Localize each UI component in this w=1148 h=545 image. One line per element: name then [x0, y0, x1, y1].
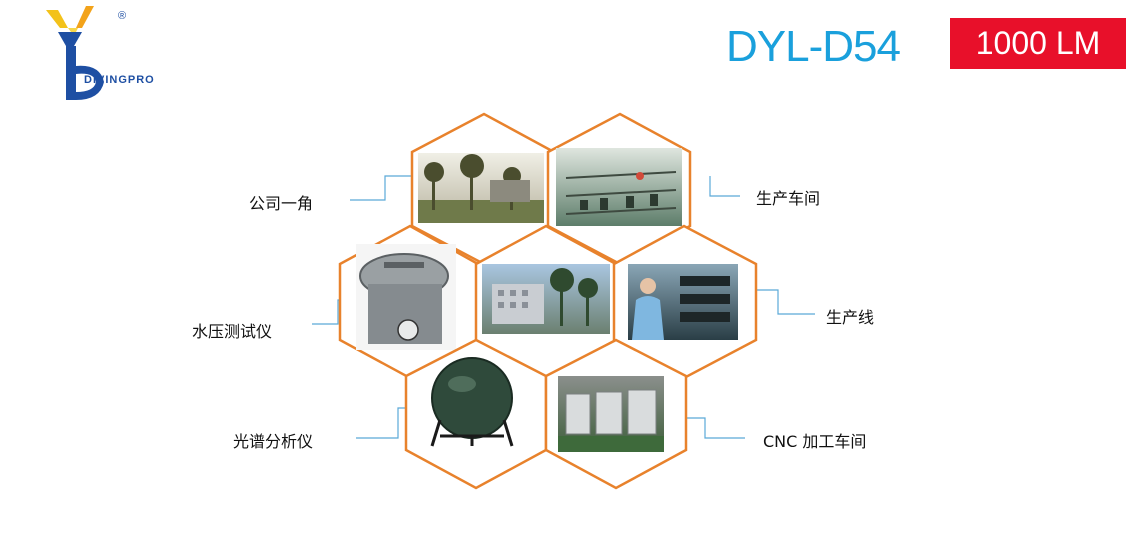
hex-campus-buildings [474, 224, 618, 380]
leader-cnc-workshop [676, 417, 745, 439]
leader-company-corner [350, 175, 420, 201]
label-cnc-workshop: CNC 加工车间 [763, 432, 867, 451]
registered-mark: ® [118, 10, 126, 22]
label-company-corner: 公司一角 [249, 194, 314, 213]
label-water-pressure-tester: 水压测试仪 [192, 322, 273, 341]
brand-wordmark: DIVINGPRO [84, 74, 155, 86]
label-production-workshop: 生产车间 [756, 189, 821, 208]
leader-production-workshop [709, 176, 740, 197]
label-production-line: 生产线 [826, 308, 875, 327]
hex-spectrometer [404, 338, 548, 490]
hex-company-corner [410, 112, 556, 266]
hex-production-line [612, 224, 758, 380]
product-model-title: DYL-D54 [726, 22, 901, 71]
lumens-badge: 1000 LM [950, 18, 1126, 69]
label-spectrometer: 光谱分析仪 [233, 432, 314, 451]
hex-cnc-workshop [544, 338, 688, 490]
brand-logo: ® DIVINGPRO [38, 6, 188, 106]
hex-water-pressure-tester [338, 224, 480, 380]
hex-production-workshop [546, 112, 692, 266]
logo-mark-icon: ® [46, 6, 126, 100]
leader-production-line [748, 289, 815, 315]
